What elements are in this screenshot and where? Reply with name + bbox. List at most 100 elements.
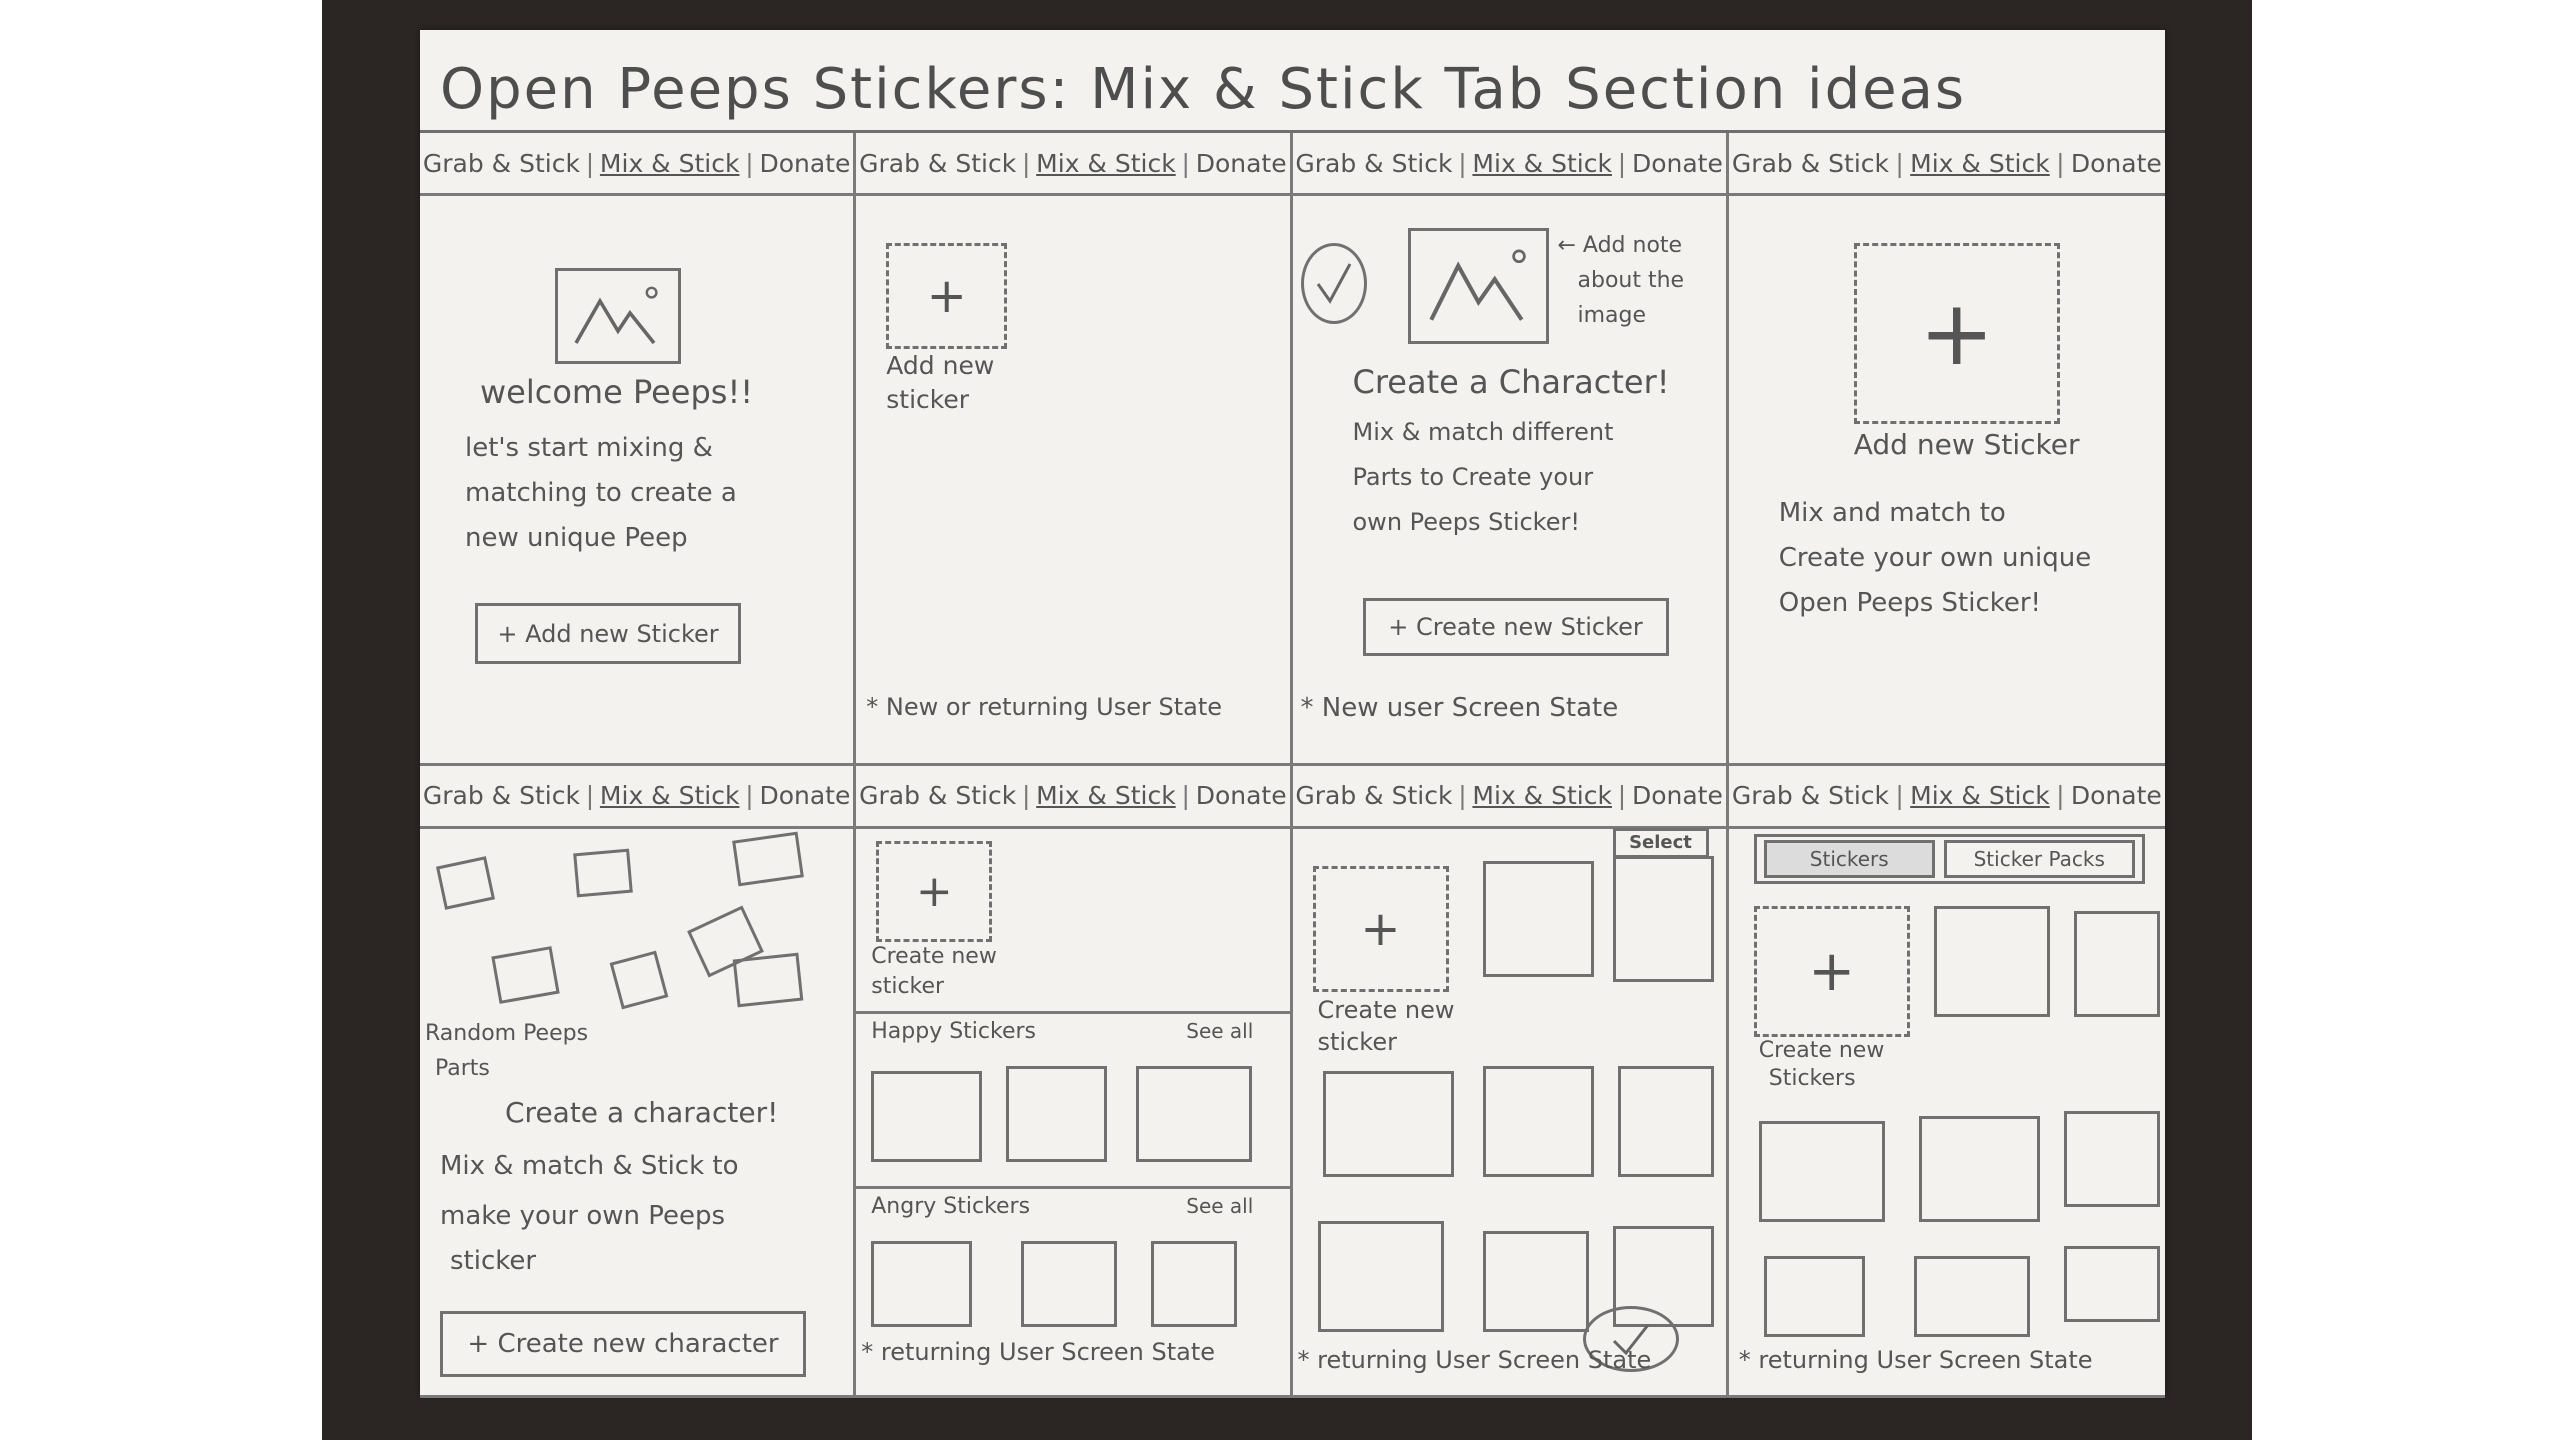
- sticker-thumbnail[interactable]: [1913, 1255, 2030, 1337]
- see-all-link[interactable]: See all: [1186, 1018, 1254, 1043]
- sticker-thumbnail[interactable]: [1617, 1065, 1714, 1177]
- sticker-thumbnail[interactable]: [1151, 1240, 1238, 1327]
- tab-grab-stick[interactable]: Grab & Stick: [1731, 148, 1889, 178]
- add-new-label-1: Add new: [886, 351, 995, 380]
- tab-donate[interactable]: Donate: [2070, 148, 2162, 178]
- panel-new-user: Grab & Stick | Mix & Stick | Donate ← Ad…: [1292, 133, 1729, 766]
- tab-mix-stick[interactable]: Mix & Stick: [1472, 781, 1612, 810]
- random-label-2: Parts: [435, 1055, 490, 1081]
- sticker-thumbnail[interactable]: [1763, 1255, 1865, 1337]
- create-label-2: sticker: [871, 973, 945, 999]
- create-new-sticker-tile[interactable]: +: [1753, 905, 1910, 1037]
- panel-add-sticker-large: Grab & Stick | Mix & Stick | Donate + Ad…: [1728, 133, 2165, 766]
- tab-mix-stick[interactable]: Mix & Stick: [1910, 148, 2050, 178]
- tab-mix-stick[interactable]: Mix & Stick: [599, 781, 740, 810]
- peep-part-icon[interactable]: [491, 945, 560, 1004]
- page-title: Open Peeps Stickers: Mix & Stick Tab Sec…: [440, 57, 1967, 122]
- peep-part-icon[interactable]: [435, 855, 496, 910]
- plus-icon: +: [926, 268, 967, 324]
- create-new-sticker-tile[interactable]: +: [1312, 865, 1449, 992]
- peep-part-icon[interactable]: [732, 831, 804, 886]
- peep-part-icon[interactable]: [732, 952, 804, 1007]
- sticker-thumbnail[interactable]: [1322, 1070, 1454, 1177]
- create-line-3: sticker: [450, 1245, 537, 1276]
- add-new-sticker-button[interactable]: + Add new Sticker: [475, 603, 741, 664]
- sticker-thumbnail[interactable]: [1482, 1065, 1594, 1177]
- tab-donate[interactable]: Donate: [1631, 781, 1723, 810]
- sticker-thumbnail[interactable]: [1482, 860, 1594, 977]
- tab-donate[interactable]: Donate: [759, 781, 851, 810]
- tab-stickers[interactable]: Stickers: [1763, 839, 1935, 878]
- tab-donate[interactable]: Donate: [2070, 781, 2162, 810]
- mix-line-2: Create your own unique: [1778, 543, 2092, 573]
- add-new-sticker-tile[interactable]: +: [1853, 243, 2060, 424]
- tab-donate[interactable]: Donate: [1195, 148, 1287, 178]
- tab-mix-stick[interactable]: Mix & Stick: [1910, 781, 2050, 810]
- select-button[interactable]: Select: [1612, 827, 1709, 858]
- plus-icon: +: [1360, 900, 1401, 957]
- peep-part-icon[interactable]: [609, 950, 669, 1009]
- create-line-1: Mix & match & Stick to: [440, 1150, 739, 1181]
- peep-part-icon[interactable]: [573, 848, 633, 897]
- tab-donate[interactable]: Donate: [1195, 781, 1287, 810]
- tab-donate[interactable]: Donate: [1631, 148, 1723, 178]
- create-label-1: Create new: [1317, 995, 1455, 1024]
- tab-mix-stick[interactable]: Mix & Stick: [599, 148, 740, 178]
- tab-grab-stick[interactable]: Grab & Stick: [1295, 148, 1453, 178]
- sticker-thumbnail[interactable]: [1136, 1065, 1253, 1162]
- sticker-thumbnail[interactable]: [1021, 1240, 1118, 1327]
- state-note: * returning User Screen State: [1738, 1345, 2093, 1374]
- create-new-sticker-tile[interactable]: +: [876, 840, 993, 942]
- sticker-thumbnail[interactable]: [1758, 1120, 1885, 1222]
- tab-donate[interactable]: Donate: [759, 148, 851, 178]
- tab-grab-stick[interactable]: Grab & Stick: [1731, 781, 1889, 810]
- see-all-link[interactable]: See all: [1186, 1193, 1254, 1218]
- tab-mix-stick[interactable]: Mix & Stick: [1472, 148, 1612, 178]
- random-label-1: Random Peeps: [425, 1020, 589, 1046]
- checkmark-circle-icon: [1300, 243, 1367, 324]
- sticker-thumbnail[interactable]: [2063, 1245, 2160, 1322]
- sticker-thumbnail[interactable]: [1482, 1230, 1589, 1332]
- sticker-thumbnail[interactable]: [1317, 1220, 1444, 1332]
- sticker-thumbnail[interactable]: [1612, 855, 1714, 982]
- confirm-check-icon[interactable]: [1582, 1305, 1679, 1372]
- sticker-thumbnail[interactable]: [1006, 1065, 1108, 1162]
- sticker-thumbnail[interactable]: [2063, 1110, 2160, 1207]
- tab-grab-stick[interactable]: Grab & Stick: [1295, 781, 1453, 810]
- mix-line-3: Open Peeps Sticker!: [1778, 588, 2041, 618]
- create-heading: Create a character!: [505, 1095, 779, 1129]
- sticker-thumbnail[interactable]: [2073, 910, 2160, 1017]
- create-line-3: own Peeps Sticker!: [1352, 508, 1580, 536]
- panel-returning-grid: Grab & Stick | Mix & Stick | Donate Sele…: [1292, 765, 1729, 1398]
- tab-mix-stick[interactable]: Mix & Stick: [1036, 148, 1176, 178]
- state-note: * returning User Screen State: [861, 1337, 1216, 1366]
- tab-grab-stick[interactable]: Grab & Stick: [859, 781, 1017, 810]
- tab-grab-stick[interactable]: Grab & Stick: [859, 148, 1017, 178]
- sticker-thumbnail[interactable]: [871, 1070, 983, 1162]
- create-label-1: Create new: [871, 943, 997, 969]
- tab-bar: Grab & Stick | Mix & Stick | Donate: [420, 766, 854, 829]
- state-note: * New user Screen State: [1300, 693, 1619, 723]
- sticker-thumbnail[interactable]: [1918, 1115, 2040, 1222]
- panel-random-parts: Grab & Stick | Mix & Stick | Donate Rand…: [420, 765, 857, 1398]
- sticker-thumbnail[interactable]: [1933, 905, 2050, 1017]
- section-happy-title: Happy Stickers: [871, 1018, 1037, 1044]
- create-label-2: sticker: [1317, 1027, 1397, 1056]
- image-placeholder-icon: [1407, 228, 1549, 344]
- add-new-sticker-tile[interactable]: +: [886, 243, 1008, 349]
- sticker-thumbnail[interactable]: [871, 1240, 973, 1327]
- tab-grab-stick[interactable]: Grab & Stick: [422, 781, 580, 810]
- tab-mix-stick[interactable]: Mix & Stick: [1036, 781, 1176, 810]
- panel-add-sticker-empty: Grab & Stick | Mix & Stick | Donate + Ad…: [856, 133, 1293, 766]
- welcome-line-1: let's start mixing &: [465, 433, 713, 463]
- tab-grab-stick[interactable]: Grab & Stick: [422, 148, 580, 178]
- state-note: * New or returning User State: [866, 693, 1223, 721]
- tab-bar: Grab & Stick | Mix & Stick | Donate: [1292, 133, 1726, 196]
- create-new-sticker-button[interactable]: + Create new Sticker: [1362, 598, 1669, 656]
- create-new-character-button[interactable]: + Create new character: [440, 1310, 806, 1377]
- wireframe-grid: Grab & Stick | Mix & Stick | Donate welc…: [420, 130, 2165, 1398]
- tab-bar: Grab & Stick | Mix & Stick | Donate: [856, 766, 1290, 829]
- tab-sticker-packs[interactable]: Sticker Packs: [1943, 839, 2135, 878]
- welcome-line-3: new unique Peep: [465, 523, 688, 553]
- panel-returning-categories: Grab & Stick | Mix & Stick | Donate + Cr…: [856, 765, 1293, 1398]
